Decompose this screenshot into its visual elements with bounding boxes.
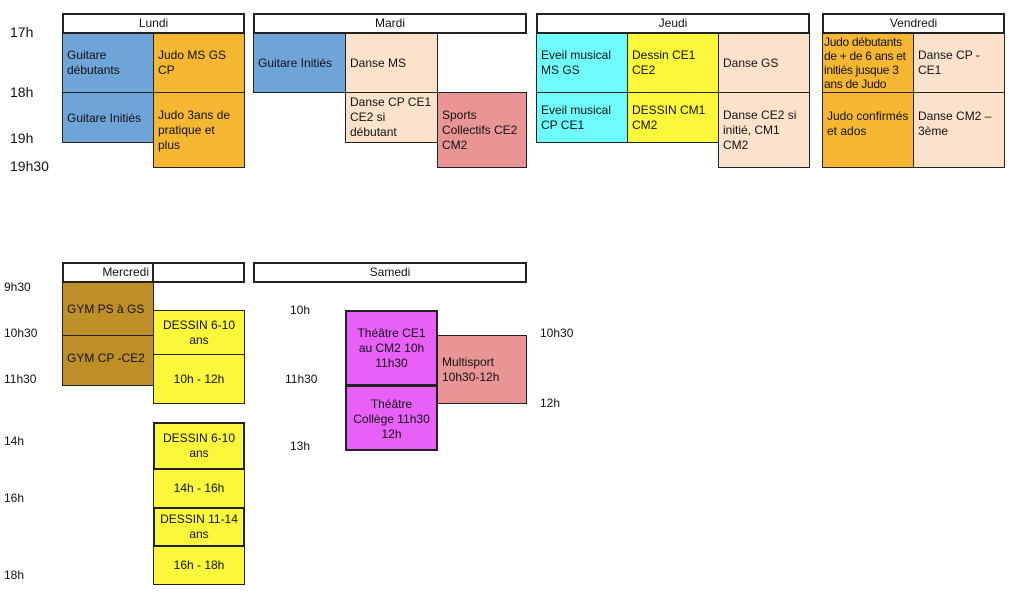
time-label: 11h30: [285, 372, 318, 386]
course-block[interactable]: DESSIN 6-10 ans: [153, 422, 245, 470]
course-time[interactable]: 16h - 18h: [153, 546, 245, 585]
course-block[interactable]: DESSIN 6-10 ans: [153, 310, 245, 355]
course-block[interactable]: Sports Collectifs CE2 CM2: [437, 92, 527, 168]
course-time[interactable]: 14h - 16h: [153, 469, 245, 508]
day-header-lundi: Lundi: [62, 13, 245, 34]
time-label: 9h30: [4, 280, 31, 294]
time-label: 16h: [4, 491, 25, 505]
course-block[interactable]: Judo 3ans de pratique et plus: [153, 92, 245, 168]
day-header-mercredi: Mercredi: [62, 262, 154, 283]
time-label: 10h30: [4, 326, 38, 340]
course-block[interactable]: Danse CP CE1 CE2 si débutant: [345, 92, 438, 143]
course-block[interactable]: GYM PS à GS: [62, 282, 154, 336]
course-block[interactable]: Danse CE2 si initié, CM1 CM2: [718, 92, 810, 168]
course-block[interactable]: Danse CM2 – 3ème: [913, 92, 1005, 168]
time-label: 19h30: [10, 158, 49, 174]
time-label: 18h: [10, 84, 34, 100]
course-block[interactable]: DESSIN CM1 CM2: [627, 92, 719, 143]
course-block[interactable]: Théâtre Collège 11h30 12h: [345, 385, 438, 451]
time-label: 19h: [10, 130, 34, 146]
course-block[interactable]: Dessin CE1 CE2: [627, 33, 719, 93]
day-header-samedi: Samedi: [253, 262, 527, 283]
course-block[interactable]: GYM CP -CE2: [62, 335, 154, 386]
course-block[interactable]: Guitare débutants: [62, 33, 154, 93]
day-header-mardi: Mardi: [253, 13, 527, 34]
course-time[interactable]: 10h - 12h: [153, 354, 245, 404]
course-block[interactable]: Danse MS: [345, 33, 438, 93]
day-header-jeudi: Jeudi: [536, 13, 810, 34]
course-block[interactable]: Eveil musical CP CE1: [536, 92, 628, 143]
course-block[interactable]: Eveil musical MS GS: [536, 33, 628, 93]
course-block[interactable]: Danse CP - CE1: [913, 33, 1005, 93]
time-label: 18h: [4, 568, 25, 582]
course-block[interactable]: Multisport 10h30-12h: [437, 335, 527, 404]
time-label: 10h30: [540, 326, 574, 340]
time-label: 14h: [4, 434, 25, 448]
time-label: 10h: [290, 303, 311, 317]
day-header-blank: [152, 262, 245, 283]
time-label: 12h: [540, 396, 561, 410]
course-block[interactable]: Judo confirmés et ados: [822, 92, 914, 168]
day-header-vendredi: Vendredi: [822, 13, 1005, 34]
course-block[interactable]: Guitare Initiés: [253, 33, 346, 93]
time-label: 13h: [290, 439, 311, 453]
course-block[interactable]: Danse GS: [718, 33, 810, 93]
course-block[interactable]: Judo MS GS CP: [153, 33, 245, 93]
time-label: 17h: [10, 24, 34, 40]
course-block[interactable]: Judo débutants de + de 6 ans et initiés …: [822, 33, 914, 93]
time-label: 11h30: [4, 372, 37, 386]
course-block[interactable]: Guitare Initiés: [62, 92, 154, 143]
course-block[interactable]: Théâtre CE1 au CM2 10h 11h30: [345, 310, 438, 386]
course-block[interactable]: DESSIN 11-14 ans: [153, 507, 245, 547]
